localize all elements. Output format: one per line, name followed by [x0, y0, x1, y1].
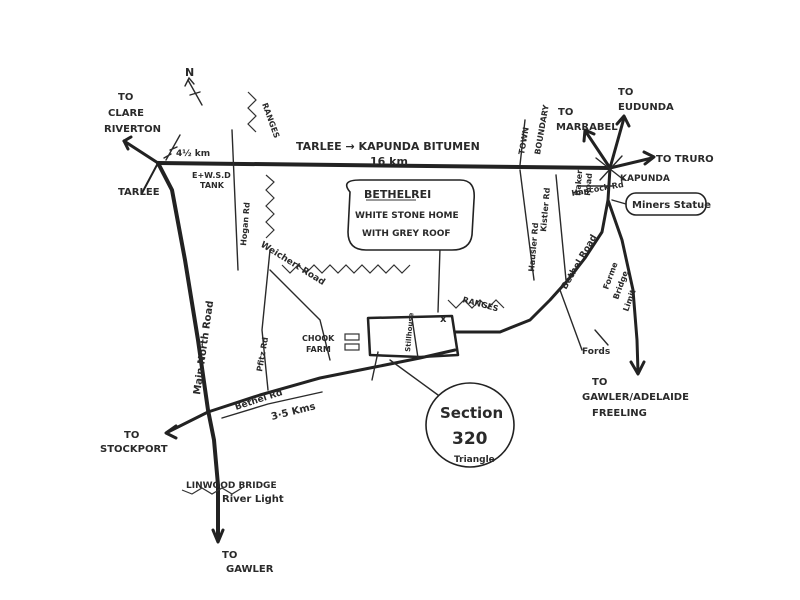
linwood-bridge-label: LINWOOD BRIDGE: [186, 481, 277, 491]
arrow-marrabel-icon: [582, 128, 596, 143]
ranges-central: [281, 264, 411, 274]
hausler-rd-label: Hausler Rd: [527, 222, 540, 272]
section-320-bubble: [425, 382, 515, 468]
section-label-2: 320: [452, 429, 488, 449]
north-label: N: [185, 66, 194, 79]
tarlee-label: TARLEE: [118, 187, 160, 198]
tarlee-kapunda-distance: 16 km: [370, 155, 408, 168]
fords-arrow: [594, 329, 609, 346]
bethel-road-upper: [453, 198, 610, 334]
section-label-1: Section: [440, 404, 503, 422]
section-tick: [371, 351, 379, 381]
arrow-gawler-adelaide-icon: [629, 360, 646, 376]
arrow-gawler-icon: [211, 520, 225, 544]
arrow-truro-icon: [642, 150, 656, 166]
tarlee-kapunda-label: TARLEE → KAPUNDA BITUMEN: [296, 140, 480, 153]
section-pointer: [389, 359, 439, 396]
clare-road: [122, 139, 160, 165]
gawler-label: GAWLER: [226, 564, 274, 575]
chook-farm-label-2: FARM: [306, 345, 331, 354]
gawler-adelaide-to: TO: [592, 377, 607, 388]
marrabel-to: TO: [558, 107, 573, 118]
bethelrei-callout: [345, 179, 476, 251]
kapunda-junction: [582, 114, 656, 376]
hausler-road: [519, 169, 535, 281]
stockport-to: TO: [124, 430, 139, 441]
eudunda-to: TO: [618, 87, 633, 98]
pfitz-road: [261, 249, 271, 391]
callout-line2: WITH GREY ROOF: [362, 229, 451, 239]
north-arrow-icon: [184, 76, 203, 106]
riverton-label: RIVERTON: [104, 124, 161, 135]
ewsd-tank-label-1: E+W.S.D: [192, 171, 231, 180]
ranges-east: [447, 299, 505, 309]
stillhouse-road-line: [411, 317, 419, 359]
arrow-stockport-icon: [164, 424, 178, 440]
fords-line: [559, 289, 583, 351]
bethelrei-property: [366, 314, 460, 359]
hogan-road: [231, 129, 239, 271]
callout-line1: WHITE STONE HOME: [355, 211, 459, 221]
eudunda-label: EUDUNDA: [618, 102, 674, 113]
river-light-line: [181, 487, 243, 495]
baker-rd-label-2: Road: [583, 172, 594, 196]
truro-label: TO TRURO: [656, 154, 714, 165]
kapunda-label: KAPUNDA: [620, 174, 670, 184]
fords-label: Fords: [582, 347, 610, 357]
section-label-3: Triangle: [454, 455, 495, 465]
gawler-to: TO: [222, 550, 237, 561]
callout-pointer: [437, 247, 441, 313]
chook-shed-2: [344, 343, 360, 351]
hogan-rd-label: Hogan Rd: [239, 202, 252, 247]
chook-farm-label-1: CHOOK: [302, 334, 335, 343]
town-boundary-line: [519, 119, 526, 166]
distance-35-line: [221, 391, 323, 419]
baker-rd-label-1: Baker: [573, 169, 584, 196]
chook-shed-1: [344, 333, 360, 341]
kistler-rd-label: Kistler Rd: [539, 187, 552, 232]
stillhouse-rd-label: Stillhouse: [404, 312, 415, 352]
ranges-west: [265, 174, 275, 239]
ewsd-tank-label-2: TANK: [200, 181, 225, 190]
clare-to: TO: [118, 92, 133, 103]
distance-4half: 4½ km: [176, 148, 210, 159]
tarlee-spur: [141, 162, 159, 194]
clare-label: CLARE: [108, 108, 144, 119]
miners-statue-pointer: [611, 199, 627, 205]
clare-arrow-icon: [122, 135, 133, 151]
kistler-road: [555, 174, 567, 281]
property-x-marker: x: [440, 314, 447, 325]
main-north-road: [156, 161, 220, 537]
arrow-eudunda-icon: [615, 114, 631, 128]
freeling-label: FREELING: [592, 408, 647, 419]
callout-title: BETHELREI: [364, 188, 431, 201]
railway-line: [163, 134, 181, 161]
ranges-north: [247, 91, 257, 133]
stockport-label: STOCKPORT: [100, 444, 168, 455]
weichert-road: [269, 269, 331, 361]
marrabel-label: MARRABEL: [556, 122, 618, 133]
river-light-label: River Light: [222, 494, 284, 505]
miners-statue-label: Miners Statue: [632, 200, 711, 211]
gawler-adelaide-label: GAWLER/ADELAIDE: [582, 392, 689, 403]
